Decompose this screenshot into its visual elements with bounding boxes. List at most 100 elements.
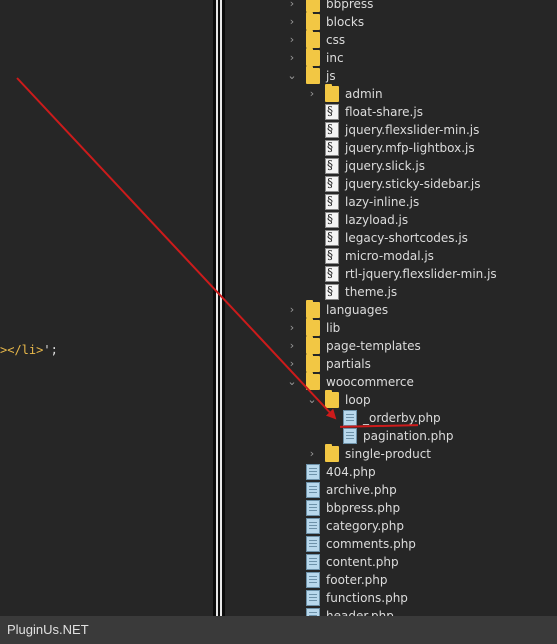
tree-item-label: header.php [326,609,394,616]
folder-icon [306,66,320,84]
tree-file[interactable]: jquery.flexslider-min.js [225,121,557,139]
tree-item-label: jquery.slick.js [345,159,425,173]
chevron-right-icon[interactable]: › [289,357,295,370]
js-file-icon [325,176,339,192]
tree-file[interactable]: jquery.slick.js [225,157,557,175]
tree-item-label: lazyload.js [345,213,409,227]
tree-file[interactable]: float-share.js [225,103,557,121]
tree-folder[interactable]: ›partials [225,354,557,373]
tree-file[interactable]: jquery.mfp-lightbox.js [225,139,557,157]
code-token-punct: '; [43,343,58,357]
tree-item-label: js [326,69,336,83]
tree-item-label: lib [326,321,341,335]
folder-icon [306,300,320,318]
tree-folder[interactable]: ⌄woocommerce [225,372,557,391]
tree-folder[interactable]: ⌄ js [225,66,557,85]
tree-file[interactable]: pagination.php [225,427,557,445]
splitter-line [216,0,218,616]
tree-folder[interactable]: ⌄ loop [225,390,557,409]
tree-file[interactable]: jquery.sticky-sidebar.js [225,175,557,193]
js-file-icon [325,230,339,246]
folder-icon [325,444,339,462]
folder-icon [306,336,320,354]
tree-item-label: category.php [326,519,404,533]
folder-icon [306,30,320,48]
tree-item-label: css [326,33,346,47]
php-file-icon [306,608,320,616]
chevron-right-icon[interactable]: › [289,321,295,334]
tree-folder[interactable]: › lib [225,318,557,337]
chevron-right-icon[interactable]: › [289,51,295,64]
tree-file[interactable]: footer.php [225,571,557,589]
chevron-right-icon[interactable]: › [289,33,295,46]
php-file-icon [306,518,320,534]
tree-folder[interactable]: ›inc [225,48,557,67]
tree-file[interactable]: comments.php [225,535,557,553]
tree-file[interactable]: lazy-inline.js [225,193,557,211]
tree-file[interactable]: rtl-jquery.flexslider-min.js [225,265,557,283]
tree-item-label: micro-modal.js [345,249,434,263]
code-editor-pane[interactable]: ></li>'; [0,0,213,616]
php-file-icon [343,410,357,426]
tree-folder[interactable]: ›single-product [225,444,557,463]
chevron-right-icon[interactable]: › [289,0,295,10]
tree-item-label: content.php [326,555,399,569]
tree-file[interactable]: micro-modal.js [225,247,557,265]
chevron-right-icon[interactable]: › [309,87,315,100]
tree-file[interactable]: _orderby.php [225,409,557,427]
tree-item-label: jquery.flexslider-min.js [345,123,480,137]
tree-file[interactable]: functions.php [225,589,557,607]
tree-file[interactable]: archive.php [225,481,557,499]
pane-splitter[interactable] [213,0,225,616]
tree-item-label: jquery.mfp-lightbox.js [345,141,475,155]
php-file-icon [306,554,320,570]
tree-file[interactable]: 404.php [225,463,557,481]
tree-item-label: page-templates [326,339,421,353]
tree-file[interactable]: lazyload.js [225,211,557,229]
tree-folder[interactable]: ›admin [225,84,557,103]
file-tree[interactable]: ›bbpress›blocks›css›inc⌄js›adminfloat-sh… [225,0,557,616]
tree-item-label: jquery.sticky-sidebar.js [345,177,481,191]
chevron-right-icon[interactable]: › [309,447,315,460]
folder-icon [306,48,320,66]
chevron-right-icon[interactable]: › [289,15,295,28]
tree-item-label: rtl-jquery.flexslider-min.js [345,267,497,281]
chevron-down-icon[interactable]: ⌄ [287,375,297,388]
js-file-icon [325,266,339,282]
js-file-icon [325,284,339,300]
tree-item-label: archive.php [326,483,397,497]
chevron-right-icon[interactable]: › [289,339,295,352]
tree-folder[interactable]: › css [225,30,557,49]
tree-folder[interactable]: › page-templates [225,336,557,355]
tree-item-label: lazy-inline.js [345,195,420,209]
php-file-icon [306,500,320,516]
tree-folder[interactable]: ›languages [225,300,557,319]
tree-item-label: pagination.php [363,429,454,443]
watermark-text: PluginUs.NET [7,622,89,637]
chevron-down-icon[interactable]: ⌄ [287,69,297,82]
tree-file[interactable]: legacy-shortcodes.js [225,229,557,247]
tree-item-label: loop [345,393,371,407]
chevron-right-icon[interactable]: › [289,303,295,316]
tree-item-label: 404.php [326,465,376,479]
code-token-tag: </li> [7,343,44,357]
tree-item-label: float-share.js [345,105,423,119]
js-file-icon [325,104,339,120]
tree-file[interactable]: header.php [225,607,557,616]
tree-item-label: theme.js [345,285,398,299]
folder-icon [325,390,339,408]
tree-folder[interactable]: › blocks [225,12,557,31]
php-file-icon [306,536,320,552]
tree-file[interactable]: content.php [225,553,557,571]
php-file-icon [343,428,357,444]
chevron-down-icon[interactable]: ⌄ [307,393,317,406]
js-file-icon [325,194,339,210]
tree-file[interactable]: bbpress.php [225,499,557,517]
tree-file[interactable]: category.php [225,517,557,535]
folder-icon [306,318,320,336]
tree-item-label: bbpress.php [326,501,401,515]
tree-folder[interactable]: ›bbpress [225,0,557,13]
tree-file[interactable]: theme.js [225,283,557,301]
js-file-icon [325,158,339,174]
tree-item-label: blocks [326,15,365,29]
